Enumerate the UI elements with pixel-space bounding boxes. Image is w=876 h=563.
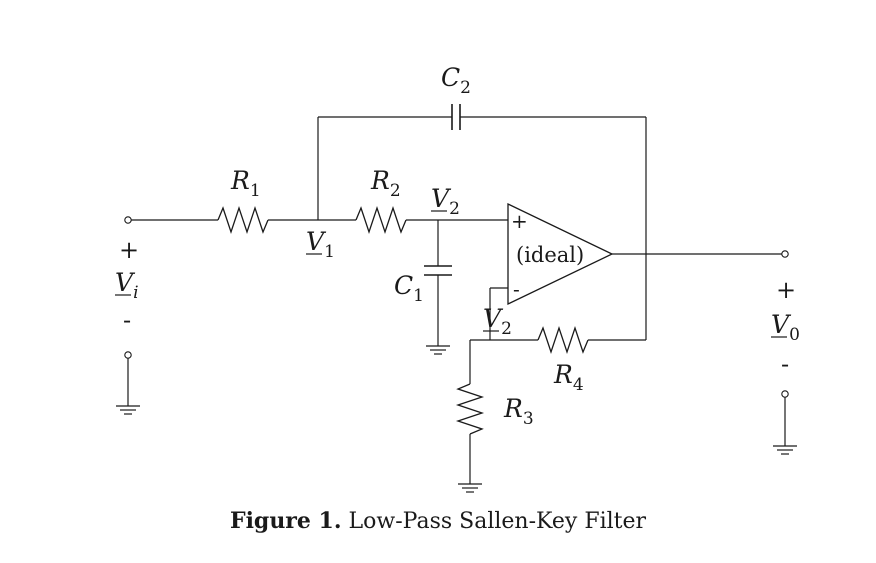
caption-label: Figure 1. (229, 508, 342, 534)
label-c1: C1 (394, 271, 424, 306)
ground-icon (773, 445, 797, 455)
label-vo: V0 (771, 310, 800, 345)
label-vi-minus: - (123, 306, 131, 334)
output-ground-terminal (781, 390, 789, 398)
ground-icon (458, 483, 482, 493)
input-terminal (124, 216, 132, 224)
label-vo-plus: + (776, 276, 796, 304)
ground-icon (426, 345, 450, 355)
opamp-triangle (507, 202, 614, 306)
input-ground-terminal (124, 351, 132, 359)
label-vi-plus: + (119, 236, 139, 264)
resistor-r2 (355, 205, 407, 235)
label-r2: R2 (370, 166, 401, 201)
label-v2-bottom: V2 (483, 304, 512, 339)
label-vi: Vi (115, 268, 139, 303)
figure-caption: Figure 1. Low-Pass Sallen-Key Filter (0, 508, 876, 534)
label-vo-minus: - (781, 350, 789, 378)
label-v2-top: V2 (431, 184, 460, 219)
label-r4: R4 (553, 360, 584, 395)
label-r1: R1 (230, 166, 261, 201)
ground-icon (116, 405, 140, 415)
caption-text: Low-Pass Sallen-Key Filter (341, 509, 647, 534)
resistor-r3 (455, 383, 485, 435)
resistor-r1 (217, 205, 269, 235)
label-v1: V1 (306, 227, 335, 262)
opamp-plus-sign: + (511, 209, 528, 233)
opamp-label: (ideal) (516, 243, 584, 267)
output-terminal (781, 250, 789, 258)
opamp-minus-sign: - (513, 277, 520, 301)
resistor-r4 (537, 325, 589, 355)
label-c2: C2 (441, 63, 471, 98)
label-r3: R3 (503, 394, 534, 429)
